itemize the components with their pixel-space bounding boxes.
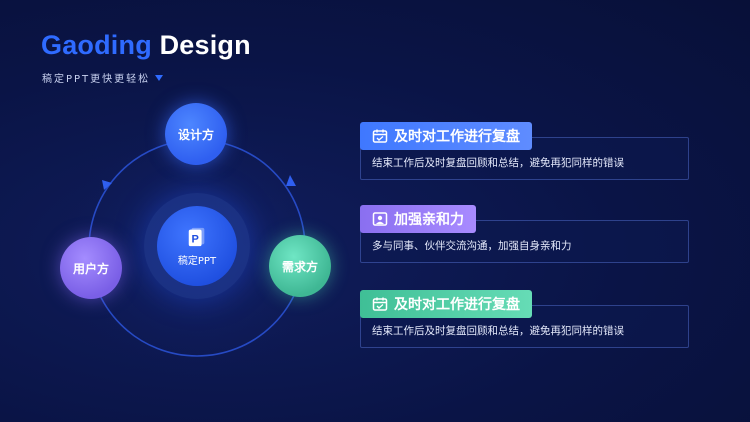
card-tag: 加强亲和力	[360, 205, 476, 233]
card-tag: 及时对工作进行复盘	[360, 122, 532, 150]
svg-text:P: P	[191, 233, 198, 245]
brand-title: Gaoding Design	[41, 30, 251, 61]
subtitle: 稿定PPT更快更轻松	[42, 70, 164, 85]
node-label: 设计方	[177, 127, 214, 142]
center-node: P 稿定PPT	[157, 206, 237, 286]
node-user: 用户方	[60, 237, 122, 299]
arrow-right-icon	[286, 175, 296, 186]
card-title: 及时对工作进行复盘	[394, 129, 520, 145]
node-demand: 需求方	[269, 235, 331, 297]
card-description: 结束工作后及时复盘回顾和总结，避免再犯同样的错误	[372, 157, 624, 169]
triangle-down-icon	[155, 74, 164, 81]
subtitle-text: 稿定PPT更快更轻松	[42, 74, 151, 85]
card-title: 加强亲和力	[394, 212, 464, 228]
card-title: 及时对工作进行复盘	[394, 297, 520, 313]
person-image-icon	[372, 212, 388, 226]
node-label: 用户方	[72, 261, 109, 276]
node-label: 需求方	[281, 259, 318, 274]
calendar-icon	[372, 129, 388, 143]
card-description: 结束工作后及时复盘回顾和总结，避免再犯同样的错误	[372, 325, 624, 337]
center-label: 稿定PPT	[177, 255, 217, 267]
brand-part-design: Design	[159, 30, 251, 60]
card-description: 多与同事、伙伴交流沟通，加强自身亲和力	[372, 240, 572, 252]
card-tag: 及时对工作进行复盘	[360, 290, 532, 318]
brand-part-gaoding: Gaoding	[41, 30, 152, 60]
node-designer: 设计方	[165, 103, 227, 165]
calendar-icon	[372, 297, 388, 311]
p-document-icon: P	[188, 227, 205, 246]
arrow-left-icon	[102, 180, 112, 190]
